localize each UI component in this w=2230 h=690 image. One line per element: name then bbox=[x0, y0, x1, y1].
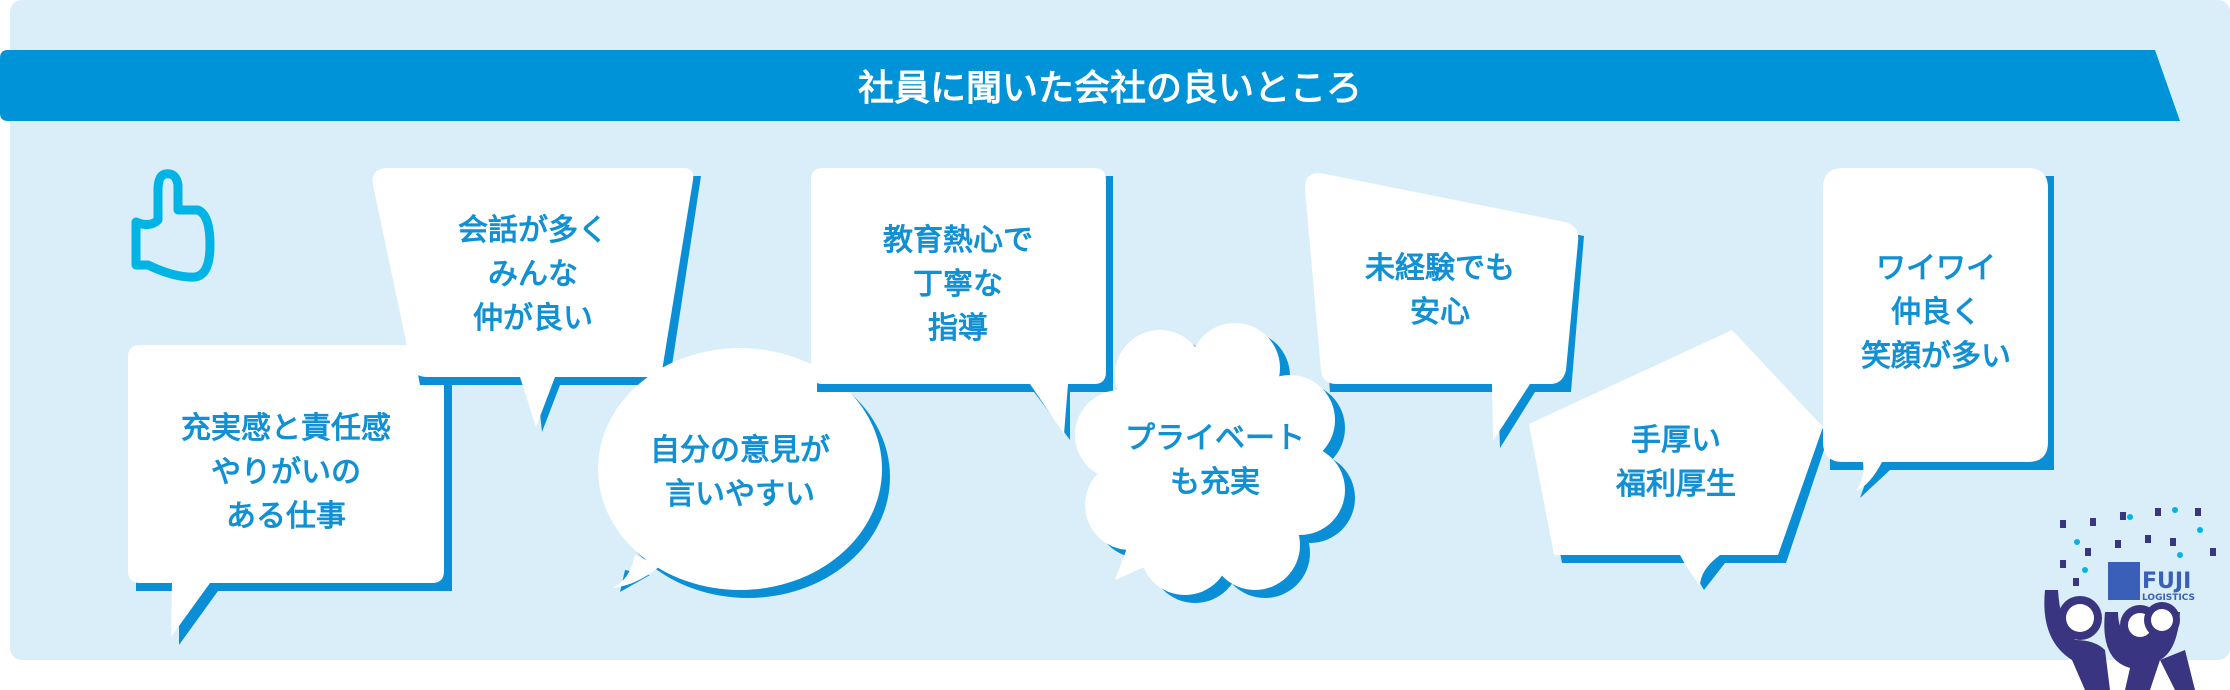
fuji-logistics-logo: FUJI LOGISTICS bbox=[2044, 507, 2216, 690]
bubble-text-line: 仲が良い bbox=[473, 301, 593, 336]
svg-text:プライベートも充実: プライベートも充実 bbox=[1125, 421, 1305, 500]
speech-bubble-4: 教育熱心で丁寧な指導 bbox=[811, 168, 1113, 440]
bubble-text-line: 笑顔が多い bbox=[1861, 339, 2011, 374]
bubble-text-line: 会話が多く bbox=[458, 213, 608, 248]
bubble-text-line: 福利厚生 bbox=[1615, 467, 1736, 502]
speech-bubble-1: 充実感と責任感やりがいのある仕事 bbox=[128, 345, 452, 645]
bubble-text-line: 手厚い bbox=[1631, 423, 1721, 458]
bubble-text-line: 言いやすい bbox=[665, 477, 815, 512]
bubble-text-line: 指導 bbox=[928, 311, 988, 346]
bubble-text-line: ある仕事 bbox=[226, 499, 346, 534]
svg-text:充実感と責任感やりがいのある仕事: 充実感と責任感やりがいのある仕事 bbox=[181, 411, 391, 534]
svg-text:ワイワイ仲良く笑顔が多い: ワイワイ仲良く笑顔が多い bbox=[1861, 251, 2011, 374]
logo-sub: LOGISTICS bbox=[2142, 593, 2195, 603]
bubble-text-line: 仲良く bbox=[1891, 295, 1981, 330]
svg-text:自分の意見が言いやすい: 自分の意見が言いやすい bbox=[650, 433, 830, 512]
bubble-text-line: 未経験でも bbox=[1365, 251, 1515, 286]
logo-mark bbox=[2108, 562, 2140, 600]
bubble-text-line: も充実 bbox=[1170, 465, 1260, 500]
svg-text:手厚い福利厚生: 手厚い福利厚生 bbox=[1615, 423, 1736, 502]
svg-text:会話が多くみんな仲が良い: 会話が多くみんな仲が良い bbox=[458, 213, 608, 336]
confetti bbox=[2060, 507, 2216, 586]
bubble-text-line: 自分の意見が bbox=[650, 433, 830, 468]
bubble-text-line: 丁寧な bbox=[913, 267, 1003, 302]
bubble-text-line: 安心 bbox=[1410, 295, 1470, 330]
speech-bubble-7: 手厚い福利厚生 bbox=[1529, 330, 1829, 590]
bubble-text-line: プライベート bbox=[1125, 421, 1305, 456]
thumbs-up-icon bbox=[131, 169, 215, 282]
cheering-people-illustration bbox=[2044, 590, 2195, 690]
bubble-text-line: やりがいの bbox=[211, 455, 361, 490]
speech-bubble-8: ワイワイ仲良く笑顔が多い bbox=[1823, 168, 2054, 498]
bubble-text-line: 教育熱心で bbox=[883, 223, 1033, 258]
title-banner: 社員に聞いた会社の良いところ bbox=[0, 50, 2180, 121]
banner-title: 社員に聞いた会社の良いところ bbox=[858, 68, 1362, 109]
bubble-text-line: 充実感と責任感 bbox=[181, 411, 391, 446]
speech-bubble-5: プライベートも充実 bbox=[1075, 323, 1355, 603]
speech-bubble-6: 未経験でも安心 bbox=[1304, 172, 1584, 448]
bubble-text-line: みんな bbox=[488, 257, 578, 292]
speech-bubble-2: 会話が多くみんな仲が良い bbox=[372, 168, 701, 432]
svg-text:教育熱心で丁寧な指導: 教育熱心で丁寧な指導 bbox=[883, 223, 1033, 346]
svg-text:未経験でも安心: 未経験でも安心 bbox=[1365, 251, 1515, 330]
logo-name: FUJI bbox=[2142, 569, 2191, 594]
bubble-text-line: ワイワイ bbox=[1876, 251, 1996, 286]
speech-bubble-3: 自分の意見が言いやすい bbox=[598, 348, 890, 598]
